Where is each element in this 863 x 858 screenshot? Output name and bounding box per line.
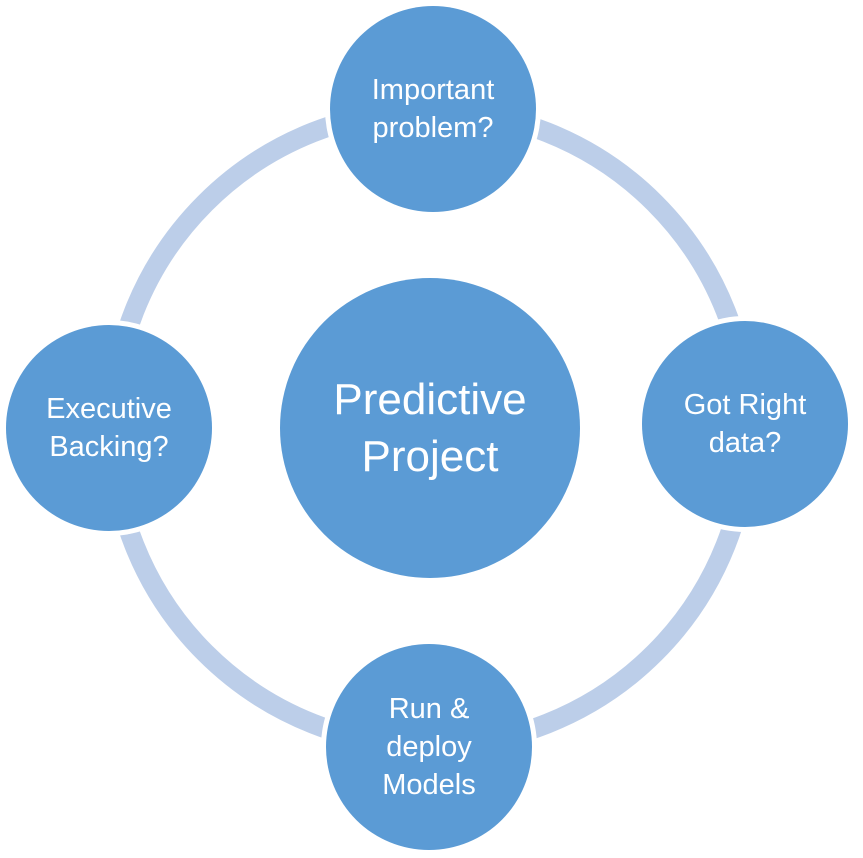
label-line: Predictive: [333, 375, 527, 424]
label-line: Models: [382, 769, 476, 801]
node-executive-backing: Executive Backing?: [6, 325, 212, 531]
label-line: deploy: [386, 731, 472, 763]
node-predictive-project: Predictive Project: [280, 278, 580, 578]
label-line: Important: [371, 74, 495, 106]
node-important-problem-label: Important problem?: [372, 71, 495, 147]
node-important-problem: Important problem?: [330, 6, 536, 212]
label-line: Got Right: [683, 389, 807, 421]
label-line: Backing?: [49, 431, 169, 463]
label-line: Executive: [46, 393, 172, 425]
node-predictive-project-label: Predictive Project: [333, 371, 526, 485]
node-executive-backing-label: Executive Backing?: [46, 390, 172, 466]
label-line: Run &: [388, 693, 470, 725]
node-got-right-data: Got Right data?: [642, 321, 848, 527]
label-line: problem?: [372, 112, 494, 144]
node-run-deploy-models: Run & deploy Models: [326, 644, 532, 850]
label-line: data?: [708, 427, 782, 459]
node-got-right-data-label: Got Right data?: [684, 386, 807, 462]
node-run-deploy-models-label: Run & deploy Models: [382, 690, 476, 804]
label-line: Project: [361, 432, 499, 481]
